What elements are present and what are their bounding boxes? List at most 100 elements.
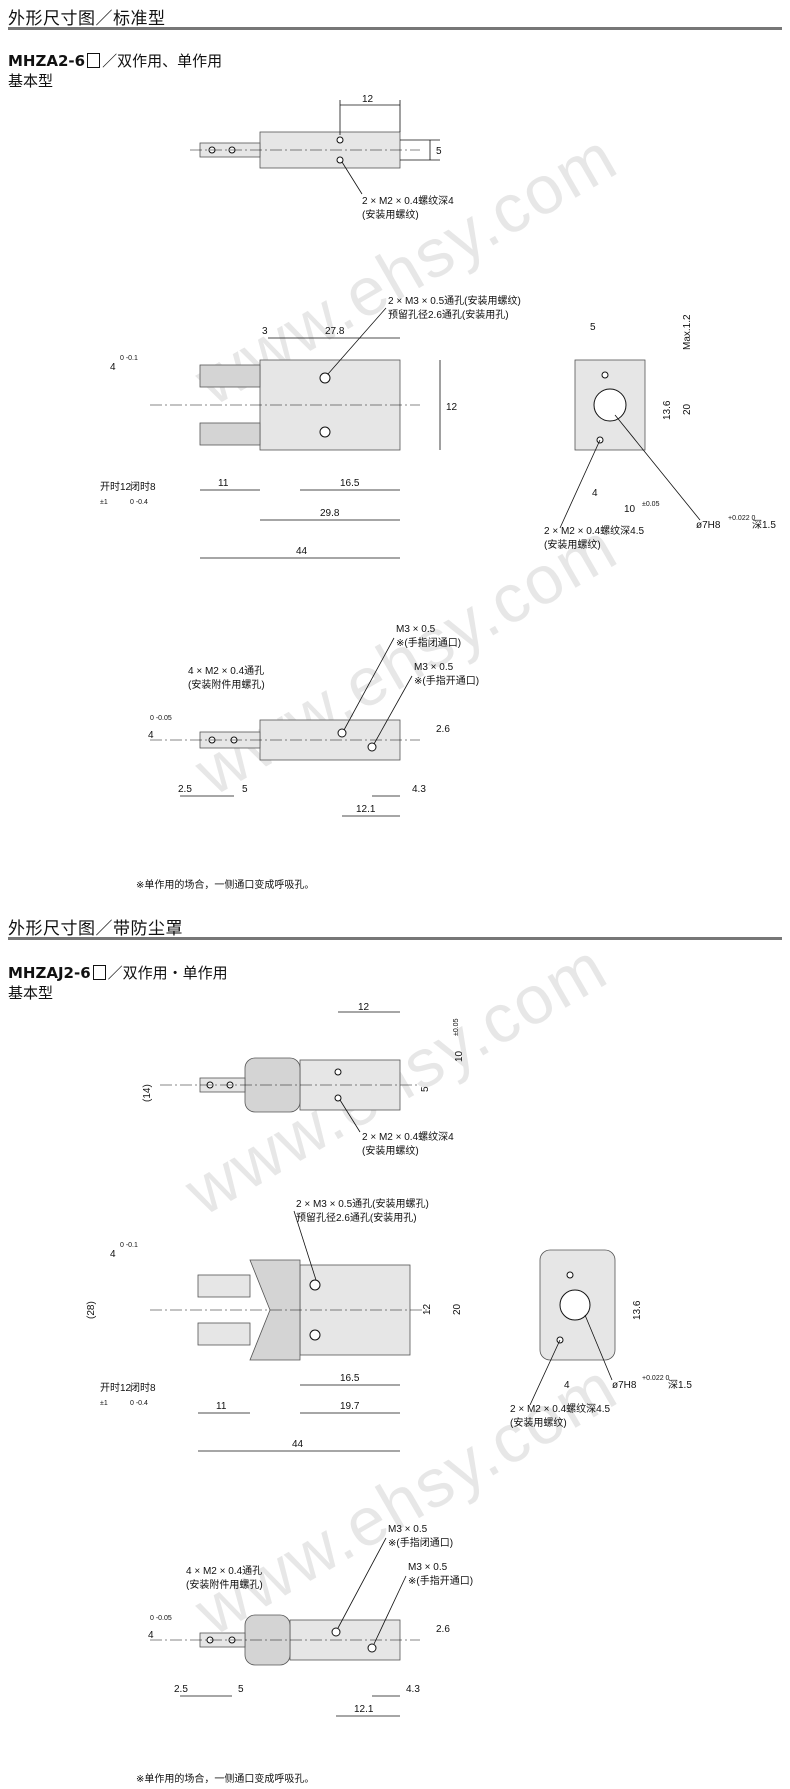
- dim-12: 12: [422, 1303, 433, 1315]
- close-label: 闭时8: [130, 1381, 156, 1394]
- section1-title: 外形尺寸图／标准型: [8, 9, 166, 29]
- section1-subtype: 基本型: [8, 72, 54, 90]
- bore: ø7H8: [612, 1380, 637, 1391]
- dim-27-8: 27.8: [325, 326, 345, 337]
- bore-depth: 深1.5: [752, 519, 776, 531]
- section2-subtype: 基本型: [8, 984, 54, 1002]
- port2-note: ※(手指开通口): [414, 674, 479, 687]
- port1-note: ※(手指闭通口): [388, 1536, 453, 1549]
- dim-5: 5: [420, 1086, 431, 1092]
- section2-title: 外形尺寸图／带防尘罩: [8, 919, 183, 939]
- hole-label2: 预留孔径2.6通孔(安装用孔): [296, 1211, 417, 1224]
- dim-13-6: 13.6: [632, 1300, 643, 1320]
- dim-29-8: 29.8: [320, 508, 340, 519]
- dim-20: 20: [452, 1303, 463, 1315]
- dim-4: 4: [110, 362, 116, 373]
- dim-max: Max.1.2: [682, 314, 693, 350]
- placeholder-box-icon: [92, 965, 106, 980]
- dim-4-3: 4.3: [406, 1684, 420, 1695]
- dim-12: 12: [358, 1002, 370, 1013]
- dim-3: 3: [262, 326, 268, 337]
- finger-upper: [199, 364, 261, 388]
- model-code: MHZA2-6: [8, 52, 86, 70]
- hole-label: 2 × M3 × 0.5通孔(安装用螺纹): [388, 294, 521, 307]
- section1-rule: [8, 27, 782, 30]
- tol-4: 0 -0.1: [120, 1242, 138, 1249]
- dim-5: 5: [590, 322, 596, 333]
- finger-upper: [197, 1274, 251, 1298]
- dim-14: (14): [142, 1084, 153, 1102]
- holes-note: (安装附件用螺孔): [186, 1578, 263, 1591]
- bore-tol: +0.022 0: [728, 515, 756, 522]
- tol-10: ±0.05: [453, 1018, 460, 1036]
- thread-note: (安装用螺纹): [362, 208, 419, 221]
- dim-4: 4: [564, 1380, 570, 1391]
- close-label: 闭时8: [130, 480, 156, 493]
- bore: ø7H8: [696, 520, 721, 531]
- finger-lower: [199, 422, 261, 446]
- port2: M3 × 0.5: [408, 1562, 448, 1573]
- dim-4: 4: [592, 488, 598, 499]
- section1-model: MHZA2-6／双作用、单作用: [8, 50, 222, 71]
- tol-4: 0 -0.05: [150, 715, 172, 722]
- thread-label: 2 × M2 × 0.4螺纹深4: [362, 194, 454, 207]
- dim-12: 12: [446, 402, 458, 413]
- dim-11: 11: [218, 478, 229, 489]
- dim-12: 12: [362, 94, 374, 105]
- dim-4: 4: [110, 1249, 116, 1260]
- dim-2-5: 2.5: [178, 784, 192, 795]
- dim-2-6: 2.6: [436, 1624, 450, 1635]
- model-code: MHZAJ2-6: [8, 964, 91, 982]
- thread-label: 2 × M2 × 0.4螺纹深4.5: [510, 1402, 610, 1415]
- dim-5: 5: [436, 146, 442, 157]
- hole-label2: 预留孔径2.6通孔(安装用孔): [388, 308, 509, 321]
- port2-note: ※(手指开通口): [408, 1574, 473, 1587]
- dim-5: 5: [238, 1684, 244, 1695]
- s1-front-view: 2 × M3 × 0.5通孔(安装用螺纹) 预留孔径2.6通孔(安装用孔) 3 …: [100, 294, 521, 559]
- dim-44: 44: [296, 546, 308, 557]
- dim-19-7: 19.7: [340, 1401, 360, 1412]
- dim-13-6: 13.6: [662, 400, 673, 420]
- dim-44: 44: [292, 1439, 304, 1450]
- finger-lower: [197, 1322, 251, 1346]
- port1-note: ※(手指闭通口): [396, 636, 461, 649]
- open-label: 开时12: [100, 1382, 132, 1394]
- tol-4: 0 -0.1: [120, 355, 138, 362]
- section1-note: ※单作用的场合，一侧通口变成呼吸孔。: [136, 880, 315, 891]
- dim-4: 4: [148, 1630, 154, 1641]
- thread-note: (安装用螺纹): [510, 1416, 567, 1429]
- dim-5: 5: [242, 784, 248, 795]
- s2-front-view: 2 × M3 × 0.5通孔(安装用螺孔) 预留孔径2.6通孔(安装用孔) 4 …: [86, 1197, 463, 1452]
- thread-label: 2 × M2 × 0.4螺纹深4: [362, 1130, 454, 1143]
- model-suffix: ／双作用・单作用: [107, 964, 228, 982]
- s1-side-view: 5 Max.1.2 13.6 20 4 10 ±0.05 ø7H8 +0.022…: [544, 314, 776, 551]
- holes-note: (安装附件用螺孔): [188, 678, 265, 691]
- close-tol: 0 -0.4: [130, 499, 148, 506]
- open-tol: ±1: [100, 499, 108, 506]
- thread-note: (安装用螺纹): [544, 538, 601, 551]
- port1: M3 × 0.5: [388, 1524, 428, 1535]
- section2-note: ※单作用的场合，一侧通口变成呼吸孔。: [136, 1774, 315, 1785]
- bore-depth: 深1.5: [668, 1379, 692, 1391]
- section2-rule: [8, 937, 782, 940]
- section2-model: MHZAJ2-6 ／双作用・单作用: [8, 962, 228, 983]
- close-tol: 0 -0.4: [130, 1400, 148, 1407]
- dim-12-1: 12.1: [354, 1704, 374, 1715]
- bore-tol: +0.022 0: [642, 1375, 670, 1382]
- dim-4-3: 4.3: [412, 784, 426, 795]
- dim-2-6: 2.6: [436, 724, 450, 735]
- s2-top-view: 12 (14) 5 10 ±0.05 2 × M2 × 0.4螺纹深4 (安装用…: [142, 1002, 465, 1157]
- placeholder-box-icon: [87, 53, 101, 68]
- dim-2-5: 2.5: [174, 1684, 188, 1695]
- holes-label: 4 × M2 × 0.4通孔: [186, 1565, 262, 1577]
- s1-bottom-view: M3 × 0.5 ※(手指闭通口) M3 × 0.5 ※(手指开通口) 4 × …: [148, 624, 479, 817]
- dim-10: 10: [454, 1050, 465, 1062]
- s2-side-view: 13.6 4 ø7H8 +0.022 0 深1.5 2 × M2 × 0.4螺纹…: [510, 1249, 692, 1429]
- dim-11: 11: [216, 1401, 227, 1412]
- dim-16-5: 16.5: [340, 1373, 360, 1384]
- holes-label: 4 × M2 × 0.4通孔: [188, 665, 264, 677]
- dim-10: 10: [624, 504, 636, 515]
- open-label: 开时12: [100, 481, 132, 493]
- hole-label: 2 × M3 × 0.5通孔(安装用螺孔): [296, 1197, 429, 1210]
- port1: M3 × 0.5: [396, 624, 436, 635]
